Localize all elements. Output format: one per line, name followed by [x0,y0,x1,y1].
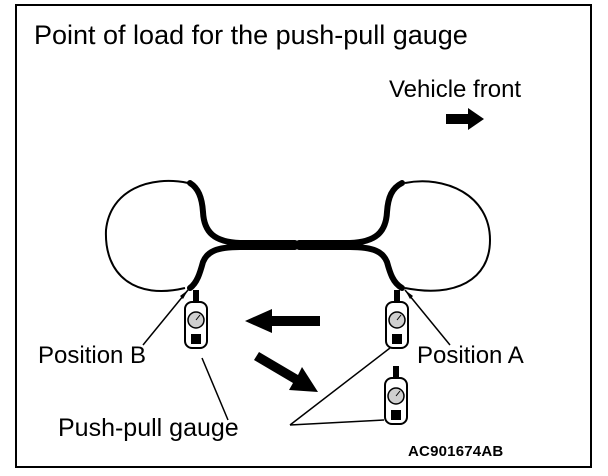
right-wheel-outline [404,180,492,292]
push-pull-gauge-icon [385,290,409,349]
push-pull-gauge-icon [184,290,208,349]
axle-lower-right [296,244,405,291]
diagram-title: Point of load for the push-pull gauge [34,20,468,50]
vehicle-front-label: Vehicle front [389,76,522,103]
gauge-leader-lower [289,419,385,426]
position-b-leader [142,289,189,346]
left-wheel-outline [104,179,189,292]
gauge-leader-left [201,357,229,421]
arrow-diagonal-icon [254,352,318,392]
position-b-label: Position B [38,342,147,369]
axle-upper-right [296,180,405,246]
arrow-left-icon [245,309,320,333]
gauge-leader-right [289,347,391,426]
push-pull-gauge-label: Push-pull gauge [58,414,239,442]
axle-lower [187,244,298,291]
position-a-label: Position A [417,342,524,369]
position-a-leader [404,289,451,346]
arrow-right-icon [446,108,484,130]
axle-upper [187,180,298,246]
push-pull-gauge-icon [384,366,408,425]
figure-code: AC901674AB [408,443,504,460]
